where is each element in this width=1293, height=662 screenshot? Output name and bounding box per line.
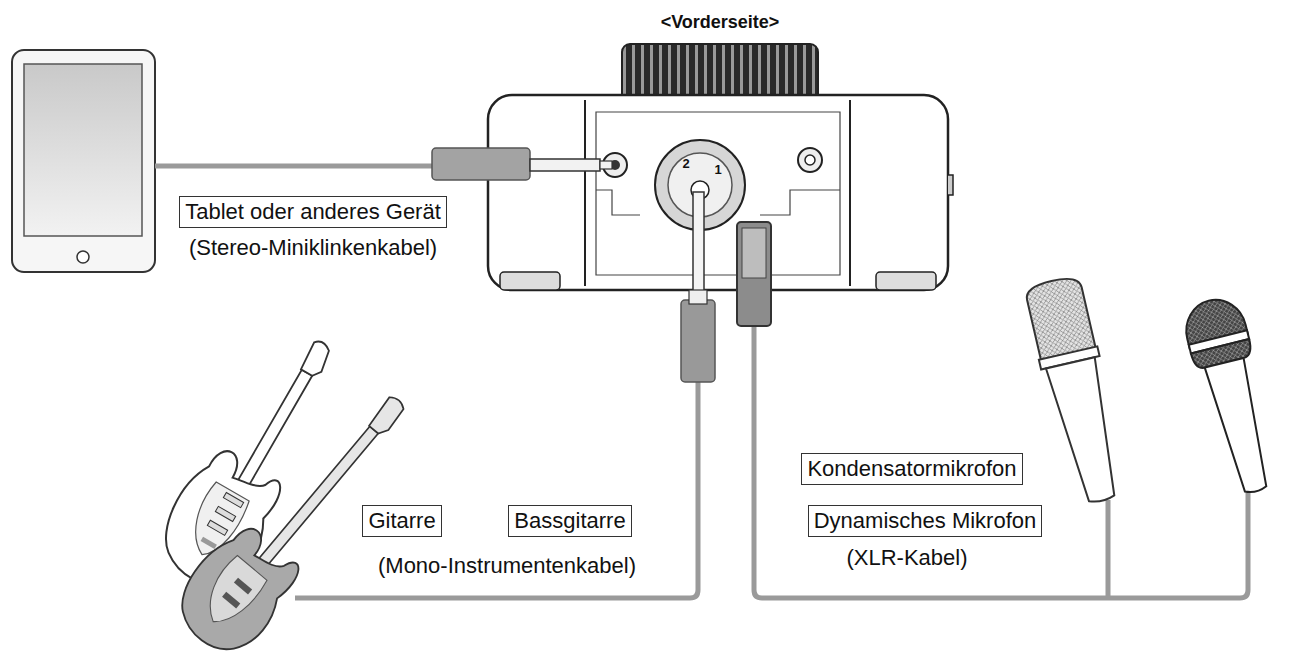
pin-number: 2 xyxy=(682,156,689,172)
dynamic-microphone xyxy=(1180,293,1286,498)
device-box: Tablet oder anderes Gerät xyxy=(179,196,447,229)
device-box: Dynamisches Mikrofon xyxy=(808,505,1043,538)
device-label: Kondensatormikrofon xyxy=(807,455,1016,484)
stereo-cable xyxy=(155,164,434,169)
cable-type: (XLR-Kabel) xyxy=(846,545,967,571)
xlr-plug xyxy=(737,222,1248,598)
cable-type: (Stereo-Miniklinkenkabel) xyxy=(189,235,437,261)
mini-jack-plug xyxy=(432,148,612,180)
device-label: Dynamisches Mikrofon xyxy=(814,507,1037,536)
audio-interface xyxy=(488,44,953,290)
device-label: Gitarre xyxy=(368,507,435,536)
device-box: Gitarre xyxy=(362,505,441,538)
tablet xyxy=(12,50,155,272)
device-box: Kondensatormikrofon xyxy=(801,453,1022,486)
condenser-microphone xyxy=(1022,274,1131,507)
cable-type: (Mono-Instrumentenkabel) xyxy=(378,553,636,579)
device-box: Bassgitarre xyxy=(508,505,631,538)
view-heading: <Vorderseite> xyxy=(661,12,780,33)
pin-number: 1 xyxy=(714,162,721,178)
device-label: Tablet oder anderes Gerät xyxy=(185,198,441,227)
device-label: Bassgitarre xyxy=(514,507,625,536)
